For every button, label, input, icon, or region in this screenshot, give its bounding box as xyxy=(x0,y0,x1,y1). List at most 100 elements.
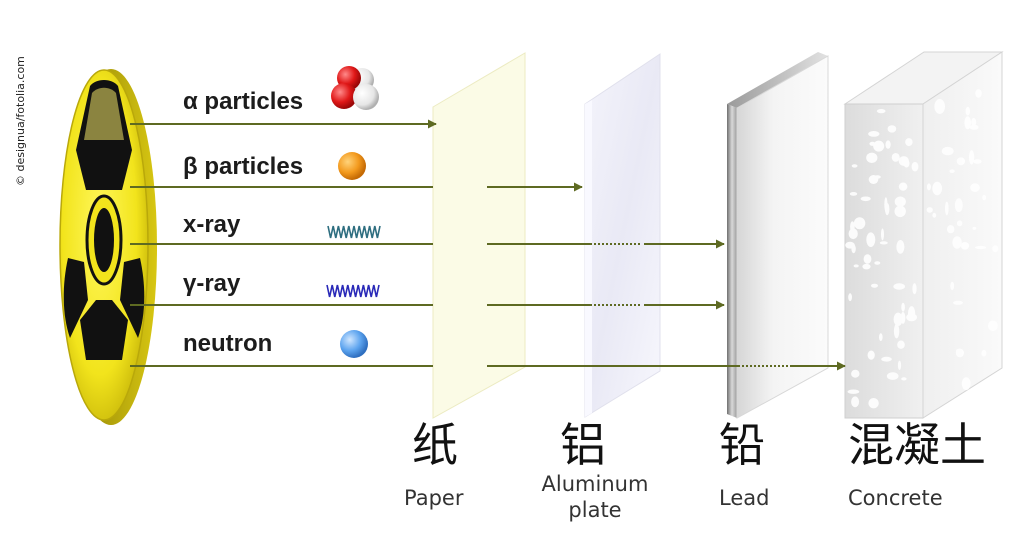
concrete-pore xyxy=(851,164,858,168)
concrete-pore xyxy=(906,313,917,322)
lead-en-label: Lead xyxy=(719,486,770,510)
gamma-wave-icon xyxy=(326,284,380,298)
concrete-pore xyxy=(871,283,878,288)
concrete-pore xyxy=(960,242,970,250)
concrete-pore xyxy=(894,205,906,218)
alpha-particle-icon xyxy=(331,66,379,110)
concrete-pore xyxy=(897,340,905,349)
neutron-particle-icon xyxy=(340,330,368,358)
beta-particle-icon xyxy=(338,152,366,180)
concrete-pore xyxy=(969,124,979,130)
concrete-pore xyxy=(905,138,913,147)
concrete-pore xyxy=(847,389,860,394)
concrete-pore xyxy=(934,99,945,114)
aluminum-plate-barrier xyxy=(584,53,661,418)
concrete-pore xyxy=(912,283,917,295)
concrete-pore xyxy=(879,241,888,245)
paper-cn-label: 纸 xyxy=(412,418,458,472)
concrete-pore xyxy=(885,140,891,149)
concrete-pore xyxy=(945,201,949,216)
concrete-pore xyxy=(941,146,954,156)
concrete-en-label: Concrete xyxy=(848,486,943,510)
concrete-pore xyxy=(911,161,919,172)
concrete-pore xyxy=(848,228,858,240)
concrete-pore xyxy=(926,207,933,213)
image-credit: © designua/fotolia.com xyxy=(14,56,27,186)
concrete-pore xyxy=(982,194,987,201)
xray-wave-icon xyxy=(327,225,381,239)
concrete-pore xyxy=(956,348,963,353)
concrete-pore xyxy=(887,125,897,133)
concrete-pore xyxy=(893,324,900,339)
concrete-pore xyxy=(894,196,906,207)
concrete-pore xyxy=(851,369,860,378)
concrete-pore xyxy=(900,312,906,324)
concrete-pore xyxy=(970,183,980,192)
alpha-particles-label: α particles xyxy=(183,88,304,115)
concrete-pore xyxy=(845,241,855,249)
concrete-pore xyxy=(853,217,866,230)
concrete-pore xyxy=(932,212,937,218)
concrete-pore xyxy=(953,300,963,305)
lead-cn-label: 铅 xyxy=(719,418,765,472)
concrete-pore xyxy=(867,350,875,360)
concrete-pore xyxy=(881,228,884,241)
concrete-pore xyxy=(975,89,982,98)
concrete-pore xyxy=(869,141,876,146)
concrete-pore xyxy=(971,118,977,127)
aluminum-en-label: Aluminum plate xyxy=(541,472,649,523)
concrete-pore xyxy=(848,293,852,302)
concrete-pore xyxy=(853,264,859,268)
radiation-symbol-icon xyxy=(59,69,157,425)
concrete-pore xyxy=(969,150,975,165)
concrete-pore xyxy=(860,196,871,202)
concrete-pore xyxy=(961,377,971,391)
concrete-pore xyxy=(881,356,892,362)
concrete-pore xyxy=(868,175,879,184)
concrete-pore xyxy=(992,245,999,253)
concrete-pore xyxy=(884,197,888,212)
concrete-pore xyxy=(879,333,883,341)
concrete-pore xyxy=(849,192,858,196)
concrete-pore xyxy=(956,157,966,166)
concrete-pore xyxy=(973,159,982,164)
concrete-pore xyxy=(873,140,885,152)
concrete-pore xyxy=(932,181,943,196)
concrete-pore xyxy=(988,320,998,332)
concrete-pore xyxy=(949,169,955,173)
xray-label: x-ray xyxy=(183,211,241,238)
concrete-pore xyxy=(896,240,905,254)
concrete-pore xyxy=(893,283,905,290)
concrete-pore xyxy=(868,398,879,409)
concrete-pore xyxy=(866,232,876,247)
concrete-pore xyxy=(972,226,977,230)
concrete-pore xyxy=(886,372,899,380)
concrete-pore xyxy=(952,236,962,249)
lead-barrier xyxy=(727,52,829,419)
concrete-pore xyxy=(850,221,855,233)
concrete-pore xyxy=(947,225,955,234)
concrete-pore xyxy=(891,153,900,162)
concrete-pore xyxy=(862,263,871,270)
neutron-label: neutron xyxy=(183,330,273,357)
concrete-pore xyxy=(893,312,903,326)
concrete-pore xyxy=(898,156,909,166)
concrete-pore xyxy=(851,396,860,408)
concrete-pore xyxy=(950,281,955,291)
concrete-pore xyxy=(981,349,987,357)
concrete-pore xyxy=(975,245,987,250)
concrete-pore xyxy=(926,183,931,191)
aluminum-cn-label: 铝 xyxy=(560,418,606,472)
paper-barrier xyxy=(432,52,526,419)
concrete-pore xyxy=(898,182,908,191)
concrete-barrier xyxy=(843,51,1004,419)
concrete-pore xyxy=(866,152,878,163)
concrete-pore xyxy=(868,131,880,137)
paper-en-label: Paper xyxy=(404,486,464,510)
concrete-pore xyxy=(874,261,881,265)
gamma-ray-label: γ-ray xyxy=(183,270,241,297)
beta-particles-label: β particles xyxy=(183,153,304,180)
concrete-pore xyxy=(863,254,872,264)
concrete-pore xyxy=(965,106,970,116)
